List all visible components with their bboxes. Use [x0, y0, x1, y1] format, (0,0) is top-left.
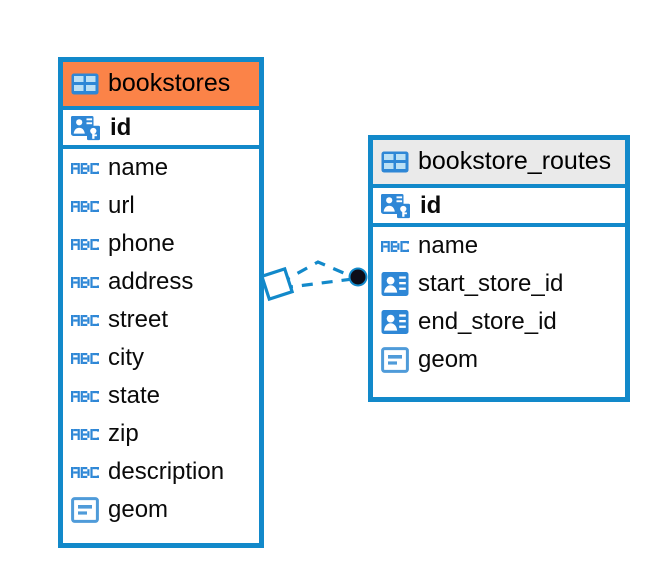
entity-field-row[interactable]: name	[63, 149, 259, 187]
entity-field-label: description	[108, 458, 225, 485]
abc-text-icon	[71, 194, 99, 218]
entity-field-row[interactable]: street	[63, 301, 259, 339]
entity-field-row[interactable]: url	[63, 187, 259, 225]
abc-text-icon	[71, 384, 99, 408]
relationship-line-upper	[279, 260, 354, 285]
table-icon	[381, 150, 409, 174]
geometry-icon	[381, 347, 409, 373]
entity-field-row[interactable]: geom	[373, 341, 625, 379]
entity-field-label: address	[108, 268, 194, 295]
abc-text-icon	[71, 232, 99, 256]
table-icon	[71, 72, 99, 96]
entity-field-label: url	[108, 192, 135, 219]
primary-key-label: id	[420, 191, 442, 219]
filled-circle-marker	[348, 267, 368, 287]
abc-text-icon	[71, 422, 99, 446]
foreign-key-icon	[381, 309, 409, 335]
entity-field-row[interactable]: description	[63, 453, 259, 491]
primary-key-label: id	[110, 113, 132, 141]
abc-text-icon	[71, 156, 99, 180]
entity-field-label: name	[418, 232, 479, 259]
entity-field-row[interactable]: zip	[63, 415, 259, 453]
relationship-line-lower	[281, 277, 354, 290]
entity-field-label: street	[108, 306, 169, 333]
geometry-icon	[71, 497, 99, 523]
entity-field-row[interactable]: city	[63, 339, 259, 377]
entity-field-row[interactable]: name	[373, 227, 625, 265]
entity-primary-key-row[interactable]: id	[373, 184, 625, 227]
entity-field-label: name	[108, 154, 169, 181]
diamond-outline-marker	[259, 266, 295, 302]
entity-field-label: geom	[418, 346, 479, 373]
entity-field-label: end_store_id	[418, 308, 557, 335]
abc-text-icon	[381, 234, 409, 258]
abc-text-icon	[71, 460, 99, 484]
entity-field-row[interactable]: end_store_id	[373, 303, 625, 341]
entity-header-bookstores[interactable]: bookstores	[63, 62, 259, 106]
abc-text-icon	[71, 270, 99, 294]
entity-field-row[interactable]: state	[63, 377, 259, 415]
foreign-key-icon	[381, 271, 409, 297]
entity-table-bookstores[interactable]: bookstores id name url phone address street c…	[58, 57, 264, 548]
entity-field-row[interactable]: address	[63, 263, 259, 301]
abc-text-icon	[71, 308, 99, 332]
entity-title-label: bookstore_routes	[418, 147, 612, 175]
entity-field-row[interactable]: start_store_id	[373, 265, 625, 303]
entity-field-label: phone	[108, 230, 175, 257]
entity-field-label: city	[108, 344, 144, 371]
entity-field-label: zip	[108, 420, 139, 447]
entity-field-row[interactable]: phone	[63, 225, 259, 263]
entity-field-row[interactable]: geom	[63, 491, 259, 529]
entity-primary-key-row[interactable]: id	[63, 106, 259, 149]
entity-header-bookstore-routes[interactable]: bookstore_routes	[373, 140, 625, 184]
entity-field-label: start_store_id	[418, 270, 564, 297]
primary-key-icon	[381, 192, 411, 220]
entity-field-label: geom	[108, 496, 169, 523]
abc-text-icon	[71, 346, 99, 370]
entity-field-list: name url phone address street city state zip des…	[63, 149, 259, 529]
primary-key-icon	[71, 114, 101, 142]
entity-title-label: bookstores	[108, 69, 231, 97]
entity-field-label: state	[108, 382, 161, 409]
